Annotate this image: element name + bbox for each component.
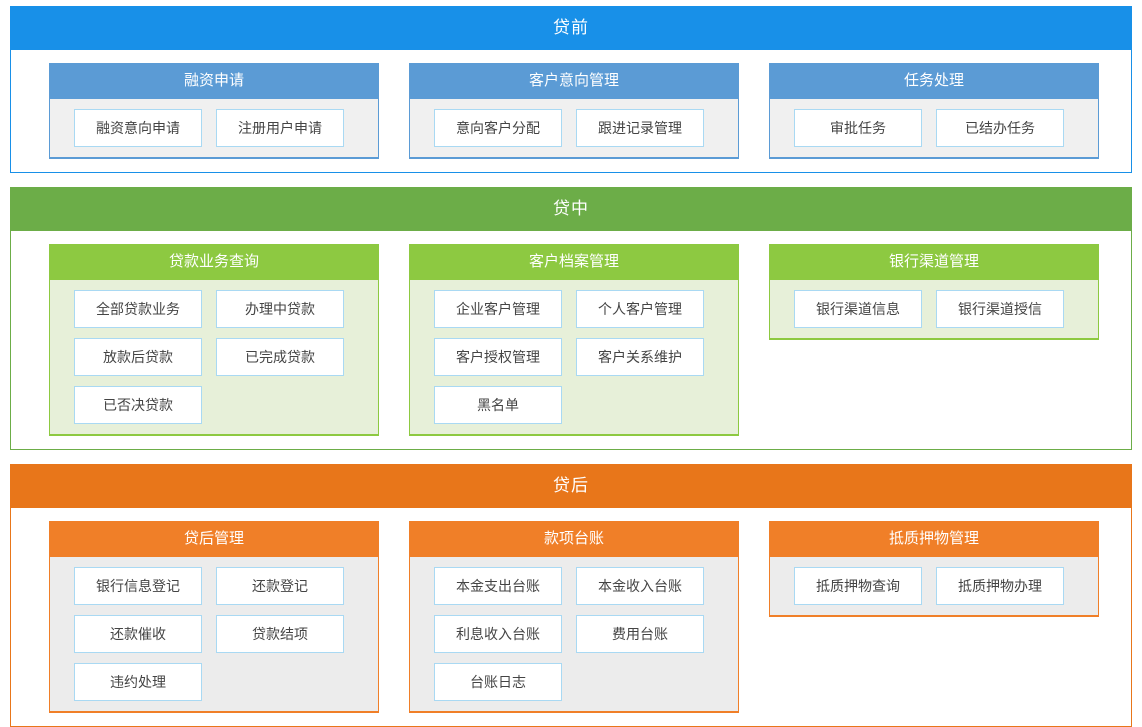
section-banner-pre-loan: 贷前 (10, 6, 1132, 50)
card-items: 融资意向申请注册用户申请 (49, 99, 379, 159)
card-items: 银行渠道信息银行渠道授信 (769, 280, 1099, 340)
card-items: 本金支出台账本金收入台账利息收入台账费用台账台账日志 (409, 557, 739, 713)
menu-item[interactable]: 还款催收 (74, 615, 202, 653)
menu-item[interactable]: 抵质押物办理 (936, 567, 1064, 605)
section-post-loan: 贷后贷后管理银行信息登记还款登记还款催收贷款结项违约处理款项台账本金支出台账本金… (10, 464, 1132, 727)
menu-item[interactable]: 放款后贷款 (74, 338, 202, 376)
card-items: 全部贷款业务办理中贷款放款后贷款已完成贷款已否决贷款 (49, 280, 379, 436)
card-items: 企业客户管理个人客户管理客户授权管理客户关系维护黑名单 (409, 280, 739, 436)
menu-item[interactable]: 银行信息登记 (74, 567, 202, 605)
section-in-loan: 贷中贷款业务查询全部贷款业务办理中贷款放款后贷款已完成贷款已否决贷款客户档案管理… (10, 187, 1132, 450)
card-in-loan-0: 贷款业务查询全部贷款业务办理中贷款放款后贷款已完成贷款已否决贷款 (49, 244, 379, 436)
card-pre-loan-0: 融资申请融资意向申请注册用户申请 (49, 63, 379, 159)
card-title: 款项台账 (409, 521, 739, 557)
card-title: 抵质押物管理 (769, 521, 1099, 557)
card-title: 贷后管理 (49, 521, 379, 557)
card-title: 银行渠道管理 (769, 244, 1099, 280)
card-title: 客户意向管理 (409, 63, 739, 99)
menu-item[interactable]: 个人客户管理 (576, 290, 704, 328)
menu-item[interactable]: 本金支出台账 (434, 567, 562, 605)
menu-item[interactable]: 利息收入台账 (434, 615, 562, 653)
menu-item[interactable]: 黑名单 (434, 386, 562, 424)
menu-item[interactable]: 台账日志 (434, 663, 562, 701)
menu-item[interactable]: 客户关系维护 (576, 338, 704, 376)
section-body-post-loan: 贷后管理银行信息登记还款登记还款催收贷款结项违约处理款项台账本金支出台账本金收入… (10, 508, 1132, 727)
menu-item[interactable]: 抵质押物查询 (794, 567, 922, 605)
card-title: 融资申请 (49, 63, 379, 99)
card-post-loan-1: 款项台账本金支出台账本金收入台账利息收入台账费用台账台账日志 (409, 521, 739, 713)
menu-item[interactable]: 办理中贷款 (216, 290, 344, 328)
menu-item[interactable]: 审批任务 (794, 109, 922, 147)
menu-item[interactable]: 贷款结项 (216, 615, 344, 653)
card-title: 客户档案管理 (409, 244, 739, 280)
menu-item[interactable]: 本金收入台账 (576, 567, 704, 605)
section-body-in-loan: 贷款业务查询全部贷款业务办理中贷款放款后贷款已完成贷款已否决贷款客户档案管理企业… (10, 231, 1132, 450)
menu-item[interactable]: 意向客户分配 (434, 109, 562, 147)
menu-item[interactable]: 银行渠道授信 (936, 290, 1064, 328)
card-items: 银行信息登记还款登记还款催收贷款结项违约处理 (49, 557, 379, 713)
section-pre-loan: 贷前融资申请融资意向申请注册用户申请客户意向管理意向客户分配跟进记录管理任务处理… (10, 6, 1132, 173)
menu-item[interactable]: 违约处理 (74, 663, 202, 701)
menu-item[interactable]: 银行渠道信息 (794, 290, 922, 328)
menu-item[interactable]: 跟进记录管理 (576, 109, 704, 147)
card-items: 意向客户分配跟进记录管理 (409, 99, 739, 159)
menu-item[interactable]: 费用台账 (576, 615, 704, 653)
menu-item[interactable]: 已完成贷款 (216, 338, 344, 376)
menu-item[interactable]: 注册用户申请 (216, 109, 344, 147)
card-title: 任务处理 (769, 63, 1099, 99)
card-pre-loan-2: 任务处理审批任务已结办任务 (769, 63, 1099, 159)
card-items: 审批任务已结办任务 (769, 99, 1099, 159)
section-body-pre-loan: 融资申请融资意向申请注册用户申请客户意向管理意向客户分配跟进记录管理任务处理审批… (10, 50, 1132, 173)
card-items: 抵质押物查询抵质押物办理 (769, 557, 1099, 617)
section-banner-post-loan: 贷后 (10, 464, 1132, 508)
menu-item[interactable]: 全部贷款业务 (74, 290, 202, 328)
loan-lifecycle-board: 贷前融资申请融资意向申请注册用户申请客户意向管理意向客户分配跟进记录管理任务处理… (10, 6, 1132, 727)
menu-item[interactable]: 融资意向申请 (74, 109, 202, 147)
card-pre-loan-1: 客户意向管理意向客户分配跟进记录管理 (409, 63, 739, 159)
card-title: 贷款业务查询 (49, 244, 379, 280)
menu-item[interactable]: 还款登记 (216, 567, 344, 605)
menu-item[interactable]: 企业客户管理 (434, 290, 562, 328)
card-in-loan-1: 客户档案管理企业客户管理个人客户管理客户授权管理客户关系维护黑名单 (409, 244, 739, 436)
card-in-loan-2: 银行渠道管理银行渠道信息银行渠道授信 (769, 244, 1099, 340)
menu-item[interactable]: 已结办任务 (936, 109, 1064, 147)
card-post-loan-0: 贷后管理银行信息登记还款登记还款催收贷款结项违约处理 (49, 521, 379, 713)
menu-item[interactable]: 已否决贷款 (74, 386, 202, 424)
menu-item[interactable]: 客户授权管理 (434, 338, 562, 376)
section-banner-in-loan: 贷中 (10, 187, 1132, 231)
card-post-loan-2: 抵质押物管理抵质押物查询抵质押物办理 (769, 521, 1099, 617)
